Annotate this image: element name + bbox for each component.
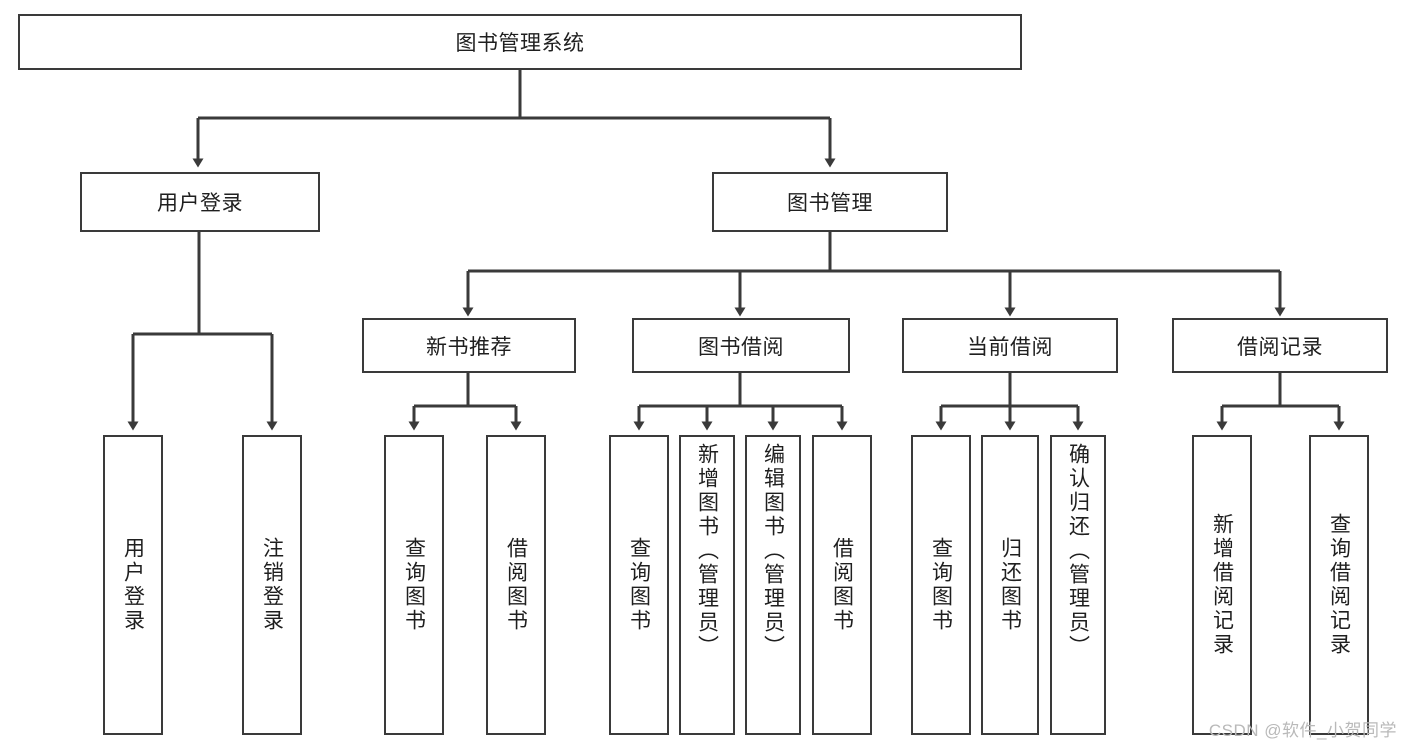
node-leaf-query-record[interactable]: 查询借阅记录 bbox=[1309, 435, 1369, 735]
node-leaf-edit-book-label: 编辑图书（管理员） bbox=[761, 443, 785, 659]
node-leaf-query-book-1[interactable]: 查询图书 bbox=[384, 435, 444, 735]
node-leaf-add-book[interactable]: 新增图书（管理员） bbox=[679, 435, 735, 735]
node-current-borrow[interactable]: 当前借阅 bbox=[902, 318, 1118, 373]
node-root[interactable]: 图书管理系统 bbox=[18, 14, 1022, 70]
node-leaf-user-logout-label: 注销登录 bbox=[260, 537, 284, 633]
node-book-manage-label: 图书管理 bbox=[787, 192, 873, 215]
node-leaf-edit-book[interactable]: 编辑图书（管理员） bbox=[745, 435, 801, 735]
node-borrow-record-label: 借阅记录 bbox=[1237, 335, 1323, 359]
node-leaf-borrow-book-1-label: 借阅图书 bbox=[504, 537, 528, 633]
node-book-borrow-label: 图书借阅 bbox=[698, 335, 784, 359]
node-leaf-add-book-label: 新增图书（管理员） bbox=[695, 443, 719, 659]
node-user-login-label: 用户登录 bbox=[157, 192, 243, 215]
node-user-login[interactable]: 用户登录 bbox=[80, 172, 320, 232]
node-new-book-rec-label: 新书推荐 bbox=[426, 335, 512, 359]
node-leaf-confirm-return-label: 确认归还（管理员） bbox=[1066, 443, 1090, 659]
node-book-borrow[interactable]: 图书借阅 bbox=[632, 318, 850, 373]
node-leaf-borrow-book-2-label: 借阅图书 bbox=[830, 537, 854, 633]
node-leaf-user-logout[interactable]: 注销登录 bbox=[242, 435, 302, 735]
node-leaf-query-record-label: 查询借阅记录 bbox=[1327, 513, 1351, 657]
node-leaf-query-book-3-label: 查询图书 bbox=[929, 537, 953, 633]
node-leaf-borrow-book-2[interactable]: 借阅图书 bbox=[812, 435, 872, 735]
node-leaf-confirm-return[interactable]: 确认归还（管理员） bbox=[1050, 435, 1106, 735]
node-leaf-query-book-1-label: 查询图书 bbox=[402, 537, 426, 633]
node-borrow-record[interactable]: 借阅记录 bbox=[1172, 318, 1388, 373]
node-leaf-add-record[interactable]: 新增借阅记录 bbox=[1192, 435, 1252, 735]
node-leaf-return-book[interactable]: 归还图书 bbox=[981, 435, 1039, 735]
node-root-label: 图书管理系统 bbox=[455, 32, 585, 55]
node-leaf-borrow-book-1[interactable]: 借阅图书 bbox=[486, 435, 546, 735]
node-leaf-user-login-label: 用户登录 bbox=[121, 537, 145, 633]
node-leaf-query-book-3[interactable]: 查询图书 bbox=[911, 435, 971, 735]
node-leaf-user-login[interactable]: 用户登录 bbox=[103, 435, 163, 735]
node-new-book-rec[interactable]: 新书推荐 bbox=[362, 318, 576, 373]
node-current-borrow-label: 当前借阅 bbox=[967, 335, 1053, 359]
node-book-manage[interactable]: 图书管理 bbox=[712, 172, 948, 232]
csdn-watermark: CSDN @软件_小贺同学 bbox=[1208, 721, 1397, 740]
node-leaf-add-record-label: 新增借阅记录 bbox=[1210, 513, 1234, 657]
node-leaf-query-book-2-label: 查询图书 bbox=[627, 537, 651, 633]
node-leaf-return-book-label: 归还图书 bbox=[998, 537, 1022, 633]
node-leaf-query-book-2[interactable]: 查询图书 bbox=[609, 435, 669, 735]
